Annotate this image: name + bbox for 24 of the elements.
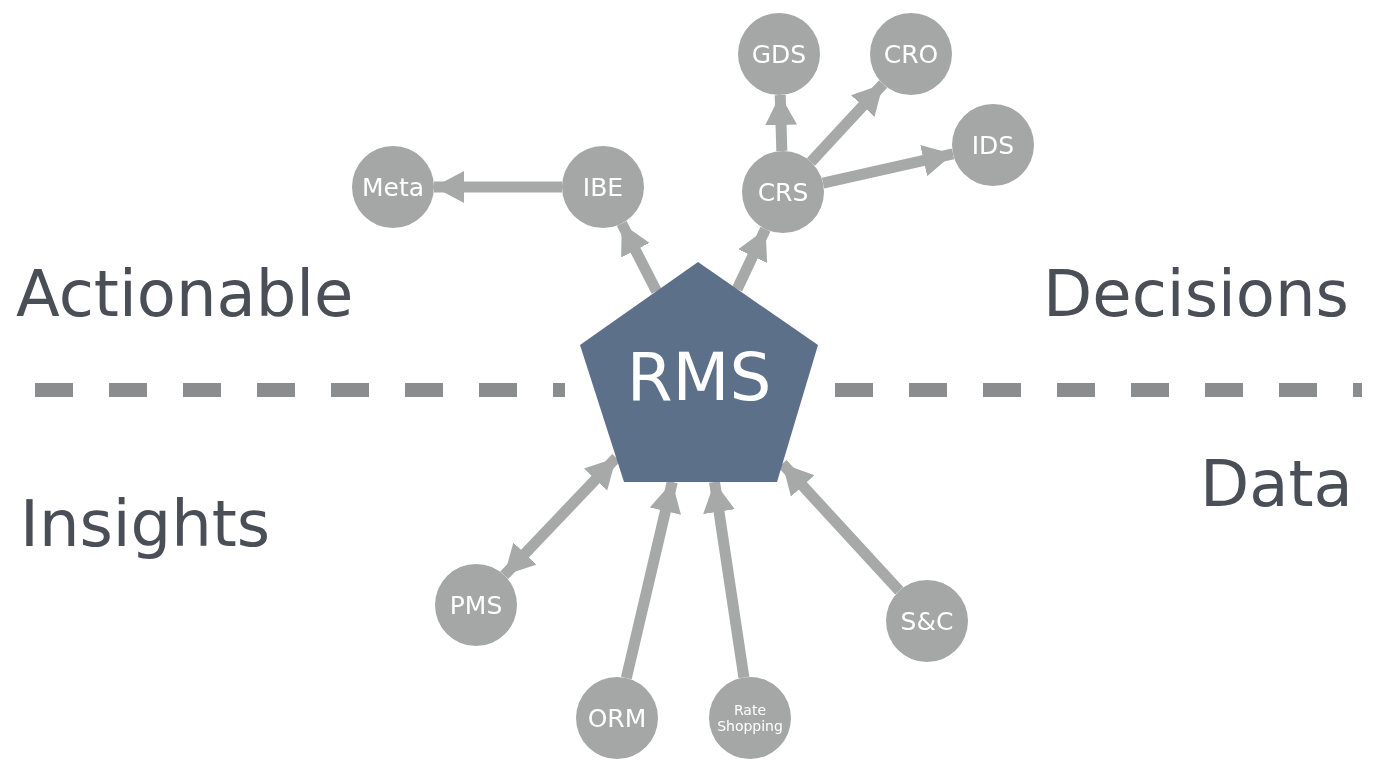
node-label: ORM bbox=[587, 705, 647, 731]
section-label: Actionable bbox=[16, 262, 354, 326]
arrow bbox=[434, 171, 562, 203]
node-label: IDS bbox=[971, 132, 1015, 158]
node-label: PMS bbox=[449, 592, 503, 618]
arrow bbox=[703, 481, 750, 679]
node-label: CRO bbox=[883, 41, 939, 67]
node-label: IBE bbox=[582, 174, 624, 200]
pentagon-node bbox=[580, 262, 818, 482]
node-label: Meta bbox=[361, 174, 425, 200]
arrow bbox=[732, 226, 771, 292]
node-label: Rate Shopping bbox=[716, 701, 784, 735]
section-label: Data bbox=[1200, 452, 1353, 516]
circle-node bbox=[742, 151, 824, 233]
node-label: RMS bbox=[626, 345, 772, 411]
node-label: GDS bbox=[751, 41, 807, 67]
node-label: CRS bbox=[757, 179, 809, 205]
arrow bbox=[806, 80, 888, 166]
arrow bbox=[621, 480, 681, 680]
arrow bbox=[616, 220, 662, 294]
node-label: S&C bbox=[900, 608, 954, 634]
arrow bbox=[821, 144, 955, 189]
arrow bbox=[765, 94, 798, 152]
section-label: Decisions bbox=[1043, 262, 1349, 326]
